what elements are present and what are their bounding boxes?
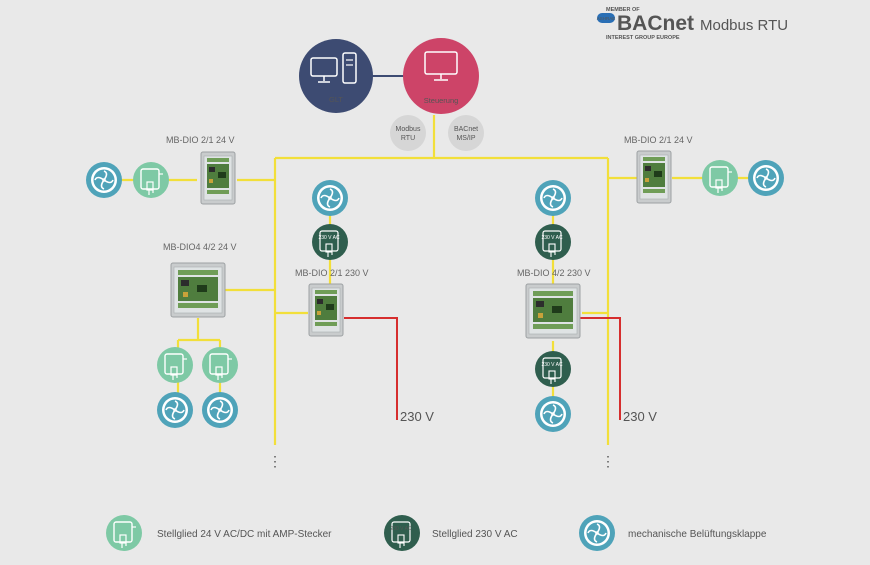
- actuator-230-icon: [534, 350, 572, 388]
- module-label-center-right: MB-DIO 4/2 230 V: [517, 268, 591, 278]
- actuator-plug-icon: [156, 346, 194, 384]
- actuator-plug-icon: [132, 161, 170, 199]
- logo-brand: BACnet: [617, 12, 694, 35]
- module-label-left-middle: MB-DIO4 4/2 24 V: [163, 242, 237, 252]
- monitor-icon: [424, 51, 458, 81]
- supply-label-left: 230 V: [400, 409, 434, 424]
- fan-icon: [85, 161, 123, 199]
- fan-icon: [156, 391, 194, 429]
- actuator-230-icon: [534, 223, 572, 261]
- module-label-center-left: MB-DIO 2/1 230 V: [295, 268, 369, 278]
- module-label-left-top: MB-DIO 2/1 24 V: [166, 135, 235, 145]
- fan-icon: [311, 179, 349, 217]
- legend-item-fan: mechanische Belüftungsklappe: [578, 514, 767, 552]
- power-line-left: [344, 317, 398, 420]
- glt-label: GLT: [329, 95, 343, 104]
- svg-text:RTU: RTU: [401, 135, 415, 142]
- fan-icon: [747, 159, 785, 197]
- power-line-right: [580, 317, 621, 420]
- server-tower-icon: [342, 52, 357, 84]
- power-lines: [344, 317, 621, 420]
- io-module-icon: [200, 151, 236, 205]
- monitor-icon: [310, 57, 338, 83]
- logo-member-of: MEMBER OF: [606, 7, 640, 13]
- module-label-right-top: MB-DIO 2/1 24 V: [624, 135, 693, 145]
- actuator-plug-icon: [701, 159, 739, 197]
- page-title: Modbus RTU: [700, 17, 788, 34]
- svg-text:230 V AC: 230 V AC: [390, 526, 412, 532]
- actuator-230-icon: 230 V AC: [384, 515, 420, 551]
- steuerung-label: Steuerung: [424, 96, 459, 105]
- bus-bubble-bacnet: BACnet MS/IP: [448, 115, 484, 151]
- fan-icon: [534, 179, 572, 217]
- continuation-left: ⋮: [268, 453, 282, 469]
- svg-text:MS/IP: MS/IP: [456, 135, 475, 142]
- fan-icon: [201, 391, 239, 429]
- ashrae-badge-icon: [597, 13, 615, 23]
- io-module-icon: [170, 262, 226, 318]
- bus-bubble-modbus: Modbus RTU: [390, 115, 426, 151]
- glt-node: GLT: [299, 39, 373, 113]
- actuator-230-icon: [311, 223, 349, 261]
- legend-item-actuator-24v: Stellglied 24 V AC/DC mit AMP-Stecker: [105, 514, 332, 552]
- continuation-right: ⋮: [601, 453, 615, 469]
- legend: Stellglied 24 V AC/DC mit AMP-Stecker 23…: [105, 514, 767, 552]
- svg-text:Stellglied 24 V AC/DC mit AMP-: Stellglied 24 V AC/DC mit AMP-Stecker: [157, 529, 332, 540]
- bacnet-logo: MEMBER OF ASHRAE BACnet INTEREST GROUP E…: [597, 7, 694, 41]
- steuerung-node: Steuerung: [403, 38, 479, 114]
- svg-text:mechanische Belüftungsklappe: mechanische Belüftungsklappe: [628, 529, 767, 540]
- legend-item-actuator-230v: 230 V AC Stellglied 230 V AC: [384, 515, 518, 551]
- fan-icon: [578, 514, 616, 552]
- fan-icon: [534, 395, 572, 433]
- svg-text:Stellglied 230 V AC: Stellglied 230 V AC: [432, 529, 518, 540]
- svg-text:BACnet: BACnet: [454, 126, 478, 133]
- svg-text:Modbus: Modbus: [396, 126, 421, 133]
- actuator-plug-icon: [105, 514, 143, 552]
- io-module-icon: [636, 150, 672, 204]
- supply-label-right: 230 V: [623, 409, 657, 424]
- io-module-icon: [525, 283, 581, 339]
- io-module-icon: [308, 283, 344, 337]
- actuator-plug-icon: [201, 346, 239, 384]
- logo-ashrae: ASHRAE: [597, 16, 616, 21]
- logo-subtitle: INTEREST GROUP EUROPE: [606, 35, 680, 41]
